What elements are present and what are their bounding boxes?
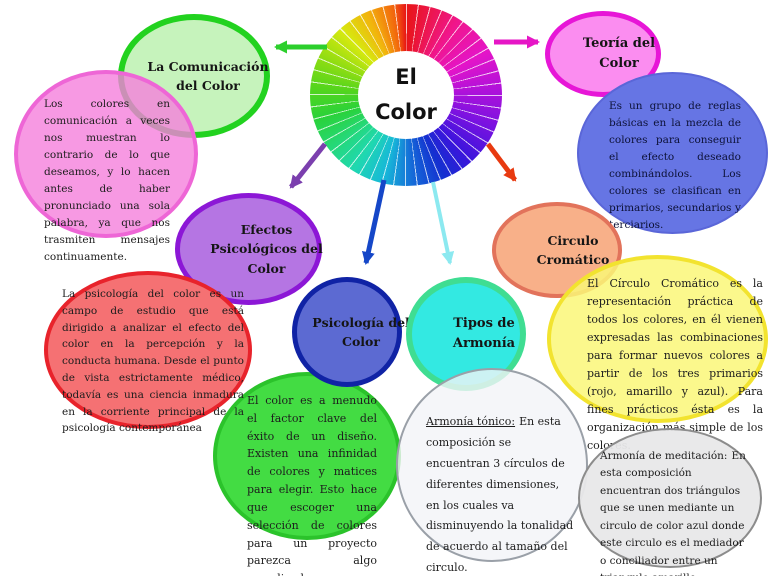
node-title: Teoría del Color [582,35,656,71]
note-text: Armonía de meditación:En esta composició… [600,448,748,576]
note-text: Armonía tónico:En esta composición se en… [426,412,576,576]
node-title: Circulo Cromático [536,232,610,267]
node-title: La Comunicación del Color [147,58,269,93]
note-body: En esta composición se encuentran 3 círc… [426,415,574,575]
note-armonia-tonico: Armonía tónico:En esta composición se en… [396,368,588,574]
note-text: El color es a menudo el factor clave del… [247,394,377,576]
arrow-to-psicologia [361,179,387,265]
note-text: Es un grupo de reglas básicas en la mezc… [609,100,741,231]
note-circulo-cromatico: El Círculo Cromático es la representació… [547,255,768,452]
note-text: La psicología del color es un campo de e… [62,288,244,435]
note-body: En esta composición encuentran dos trián… [600,450,746,576]
note-comunicacion: Los colores en comunicación a veces nos … [14,70,198,263]
note-lead: Armonía tónico: [426,415,516,428]
note-text: El Círculo Cromático es la representació… [587,277,763,452]
note-text: Los colores en comunicación a veces nos … [44,98,170,263]
note-armonia-meditacion: Armonía de meditación:En esta composició… [578,428,762,576]
node-title: Efectos Psicológicos del Color [210,221,323,276]
note-psicologia-estudio: La psicología del color es un campo de e… [44,271,252,434]
node-psicologia-del-color: Psicología del Color [292,277,410,387]
note-eleccion-color: El color es a menudo el factor clave del… [213,372,401,576]
arrow-to-tipos-armonia [431,181,455,265]
color-wheel-center: El Color [358,51,454,139]
node-title: Psicología del Color [312,314,410,349]
note-teoria: Es un grupo de reglas básicas en la mezc… [577,72,768,234]
arrow-to-circulo-cromatico [486,142,517,182]
page-title: El Color [375,65,437,124]
note-lead: Armonía de meditación: [600,450,728,462]
node-title: Tipos de Armonía [452,315,516,351]
color-wheel: El Color [310,4,502,186]
node-circulo-cromatico: Circulo Cromático [492,202,622,298]
arrow-to-efectos [289,142,327,189]
